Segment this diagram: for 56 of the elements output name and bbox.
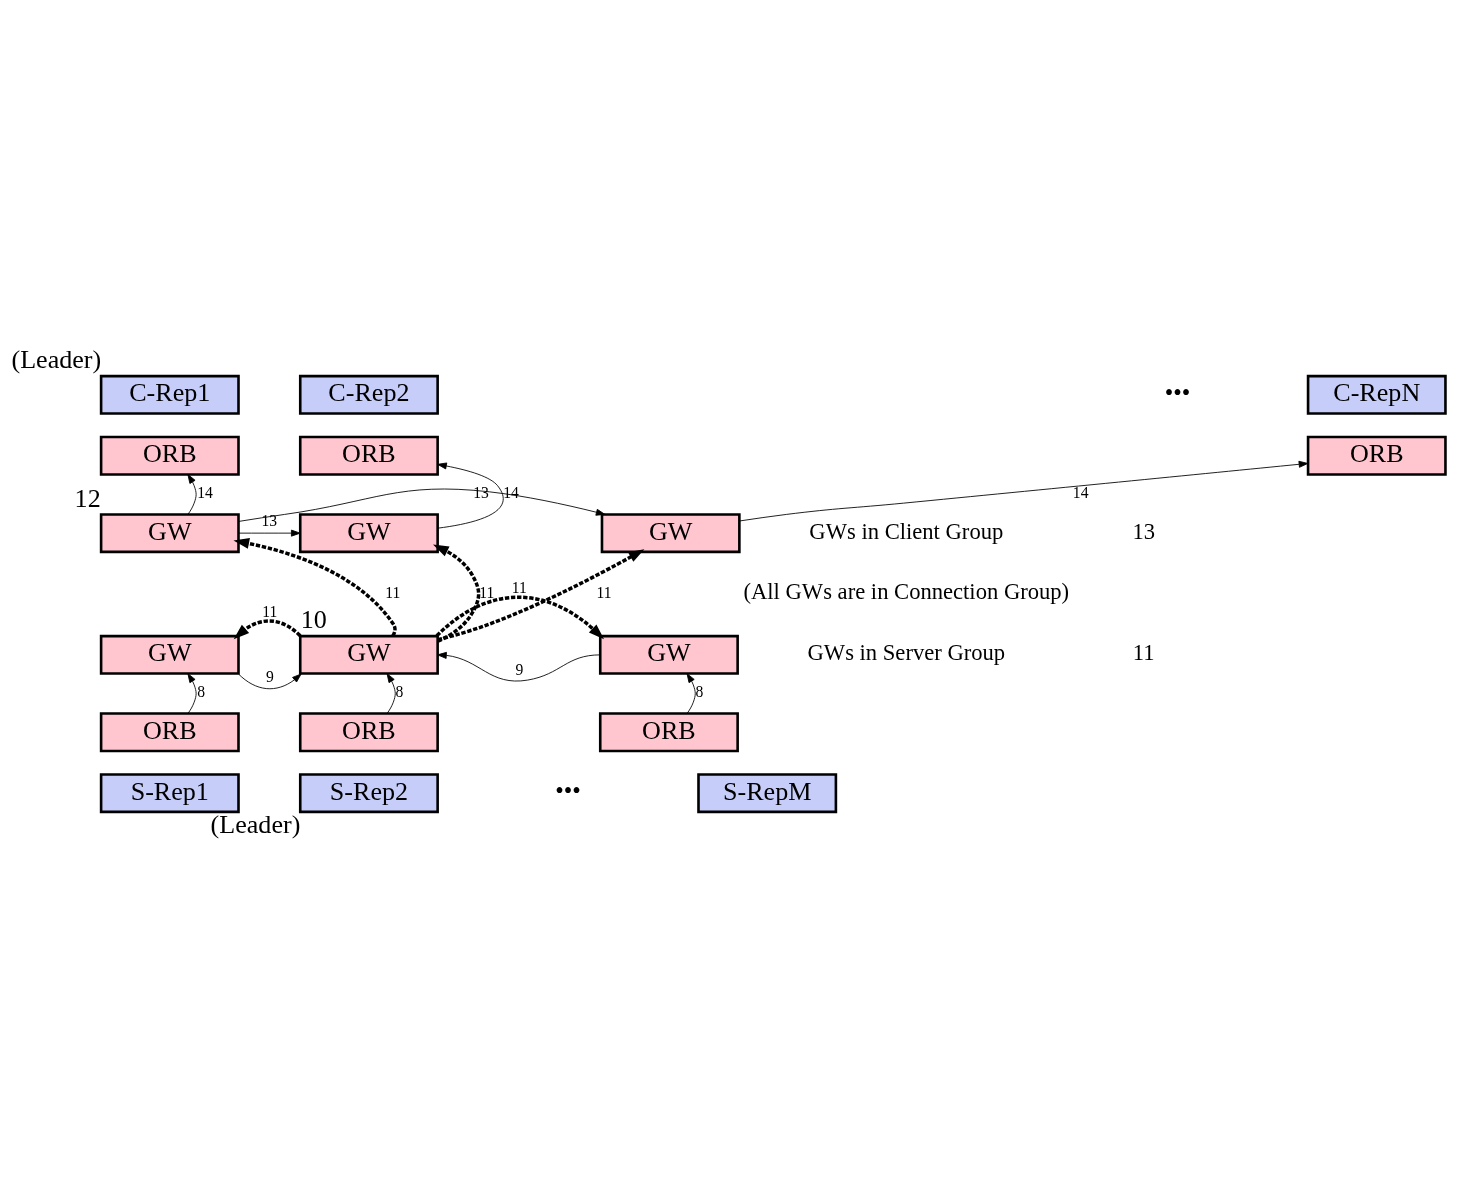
arrow — [433, 544, 481, 643]
node-box: GW — [598, 634, 739, 675]
node-label: 10 — [300, 604, 327, 634]
node-box: ORB — [1306, 435, 1447, 476]
arrow — [187, 672, 197, 714]
arrow — [738, 460, 1309, 521]
edge-label: 8 — [695, 682, 704, 700]
label: (All GWs are in Connection Group) — [743, 578, 1070, 604]
arrow — [386, 672, 396, 714]
arrow — [233, 537, 397, 637]
node-box: GW — [298, 512, 439, 553]
node-label: (Leader) — [11, 344, 102, 374]
node-box: S-RepM — [697, 772, 838, 813]
label: GWs in Client Group — [809, 518, 1004, 544]
edge-label: 14 — [197, 483, 213, 501]
node-label: 12 — [74, 483, 101, 513]
arrow — [437, 548, 645, 641]
edge-label: 8 — [197, 682, 206, 700]
node-box: ORB — [298, 435, 439, 476]
arrow — [238, 673, 302, 689]
label: ••• — [555, 776, 581, 804]
edge-label: 9 — [515, 660, 524, 678]
arrow — [437, 651, 601, 681]
edge-label: 14 — [1072, 483, 1089, 501]
edge-label: 8 — [395, 682, 404, 700]
node-box: C-Rep1 — [99, 374, 240, 415]
node-box: ORB — [598, 711, 739, 752]
node-box: ORB — [298, 711, 439, 752]
node-box: C-RepN — [1306, 374, 1447, 415]
node-box: GW — [298, 634, 439, 675]
arrow — [233, 618, 302, 639]
arrow — [686, 672, 696, 714]
arrow — [238, 529, 301, 537]
arrow — [435, 595, 605, 639]
edge-label: 11 — [511, 578, 527, 596]
label: 11 — [1132, 639, 1155, 665]
edge-label: 11 — [596, 583, 612, 601]
node-box: GW — [99, 512, 240, 553]
node-box: ORB — [99, 435, 240, 476]
edge-label: 11 — [262, 602, 278, 620]
label: GWs in Server Group — [807, 639, 1006, 665]
node-box: S-Rep2 — [298, 772, 439, 813]
node-box: GW — [99, 634, 240, 675]
node-box: GW — [600, 512, 741, 553]
label: 13 — [1132, 518, 1156, 544]
arrow — [437, 462, 504, 529]
arrow — [238, 488, 606, 522]
node-box: C-Rep2 — [298, 374, 439, 415]
edge-label: 11 — [385, 583, 401, 601]
edge-label: 13 — [261, 511, 278, 529]
edge-label: 9 — [265, 667, 274, 685]
label: ••• — [1164, 378, 1191, 406]
node-box: ORB — [99, 711, 240, 752]
arrow — [187, 473, 197, 515]
edge-label: 11 — [479, 583, 495, 601]
node-box: S-Rep1 — [99, 772, 240, 813]
